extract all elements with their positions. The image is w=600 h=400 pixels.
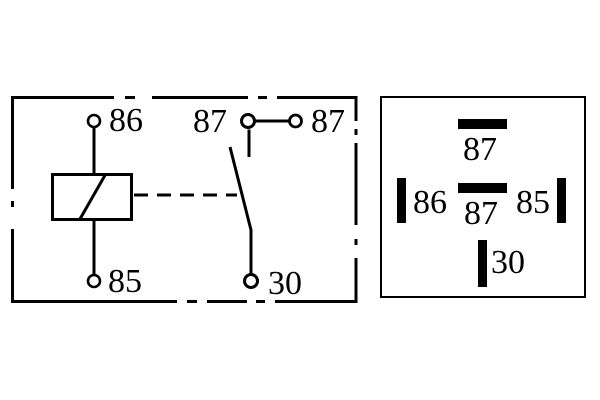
pinout-labels: 87 86 87 85 30 bbox=[413, 131, 550, 281]
relay-schematic-panel bbox=[11, 96, 358, 303]
terminal-86-label: 86 bbox=[109, 102, 143, 139]
terminal-87-circle bbox=[240, 113, 256, 129]
pin-85-bar bbox=[557, 178, 566, 223]
pin-85-label: 85 bbox=[516, 184, 550, 221]
terminal-87-aux-circle bbox=[288, 113, 303, 129]
switch-contact-symbol bbox=[228, 113, 303, 289]
pinout-pin-bars bbox=[397, 119, 566, 287]
terminal-30-circle bbox=[243, 273, 259, 289]
schematic-labels: 86 87 87 85 30 bbox=[108, 102, 345, 302]
pin-30-bar bbox=[478, 240, 487, 287]
terminal-30-label: 30 bbox=[268, 265, 302, 302]
pin-86-bar bbox=[397, 178, 406, 223]
coil-diagonal-stroke bbox=[78, 172, 108, 220]
schematic-boundary-box bbox=[11, 96, 358, 303]
pin-87-top-bar bbox=[458, 119, 507, 129]
pin-87-center-label: 87 bbox=[464, 195, 498, 232]
switch-blade bbox=[228, 146, 253, 274]
terminal-85-circle bbox=[86, 273, 102, 289]
coil-symbol bbox=[51, 127, 133, 275]
terminal-87-label: 87 bbox=[193, 103, 227, 140]
terminal-85-label: 85 bbox=[108, 263, 142, 300]
pin-87-center-bar bbox=[458, 183, 507, 193]
terminal-86-circle bbox=[86, 113, 102, 129]
terminal-87-aux-label: 87 bbox=[311, 103, 345, 140]
pin-86-label: 86 bbox=[413, 184, 447, 221]
pinout-panel: 87 86 87 85 30 bbox=[380, 96, 586, 298]
pin-30-label: 30 bbox=[491, 244, 525, 281]
pin-87-top-label: 87 bbox=[463, 131, 497, 168]
